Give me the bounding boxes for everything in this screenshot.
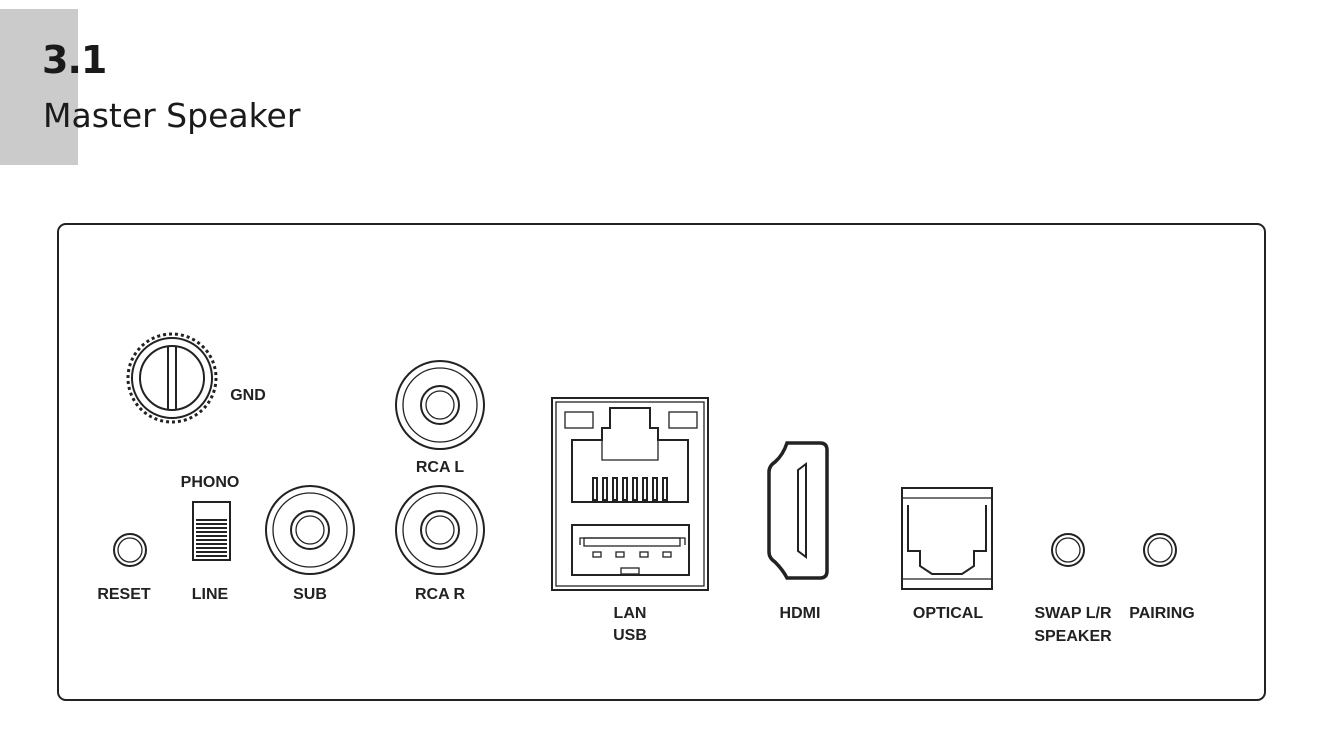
lan-label: LAN (614, 605, 647, 622)
lan-port-icon (564, 407, 698, 503)
section-title: Master Speaker (43, 96, 301, 135)
section-number: 3.1 (42, 38, 107, 82)
pairing-label: PAIRING (1129, 605, 1194, 622)
phono-label: PHONO (181, 474, 240, 491)
reset-label: RESET (97, 586, 151, 603)
swap-lr-speaker-button[interactable] (1051, 533, 1085, 567)
gnd-label: GND (230, 387, 266, 404)
usb-label: USB (613, 627, 647, 644)
rca-l-jack (395, 360, 485, 450)
rca-r-label: RCA R (415, 586, 466, 603)
optical-port (901, 487, 993, 590)
section-marker (0, 9, 78, 165)
hdmi-label: HDMI (780, 605, 821, 622)
line-label: LINE (192, 586, 229, 603)
speaker-label: SPEAKER (1034, 628, 1112, 645)
lan-usb-port (551, 397, 709, 591)
rca-l-label: RCA L (416, 459, 465, 476)
swap-label: SWAP L/R (1034, 605, 1111, 622)
panel-outline (57, 223, 1266, 701)
rca-r-jack (395, 485, 485, 575)
usb-port-icon (571, 524, 690, 576)
gnd-terminal (126, 332, 218, 424)
sub-label: SUB (293, 586, 327, 603)
phono-line-switch[interactable] (192, 501, 231, 561)
hdmi-port (767, 441, 829, 580)
optical-label: OPTICAL (913, 605, 983, 622)
sub-output-jack (265, 485, 355, 575)
reset-button[interactable] (113, 533, 147, 567)
pairing-button[interactable] (1143, 533, 1177, 567)
